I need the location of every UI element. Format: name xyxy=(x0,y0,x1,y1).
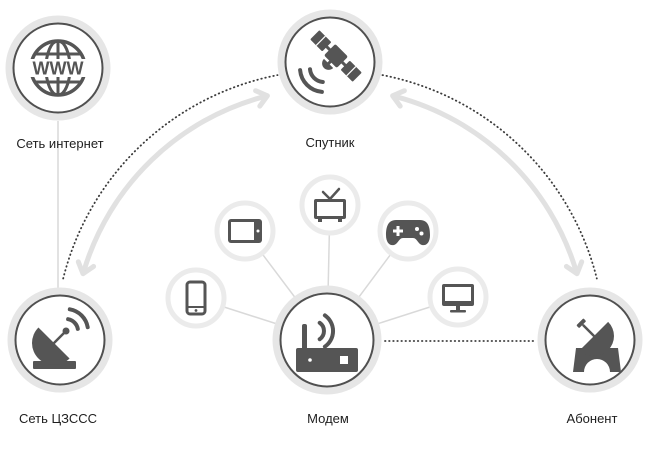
arrowhead-down xyxy=(563,259,585,277)
dish-bowl xyxy=(32,327,70,365)
dish-bowl xyxy=(576,318,614,356)
dish-reflector xyxy=(579,321,614,356)
gamepad-icon xyxy=(386,220,430,246)
signal-wave-outer xyxy=(298,68,324,94)
node-ring xyxy=(284,16,376,108)
device-gamepad xyxy=(377,200,439,262)
node-ring xyxy=(544,294,636,386)
tablet-screen xyxy=(231,222,254,240)
subscriber-node xyxy=(537,287,643,393)
dish-base xyxy=(33,361,76,369)
internet-node: WWW xyxy=(5,15,111,121)
dish-feed xyxy=(62,327,70,335)
dish-feed xyxy=(576,318,586,328)
satellite-dish xyxy=(322,58,334,70)
gamepad-button-a xyxy=(415,227,419,231)
tv-antenna-left xyxy=(321,190,332,201)
ground-network-node xyxy=(7,287,113,393)
arrow-shaft xyxy=(81,94,266,273)
node-halo xyxy=(7,287,113,393)
ground-network-satellite-dotted-arc xyxy=(62,74,279,280)
globe-text-band xyxy=(26,59,90,77)
node-halo xyxy=(272,285,382,395)
tv-leg-right xyxy=(338,219,342,222)
ground-network-label: Сеть ЦЗССС xyxy=(19,411,97,426)
satellite-subscriber-arrow xyxy=(390,88,585,277)
router-led xyxy=(308,358,312,362)
router-box xyxy=(296,348,358,372)
node-ring xyxy=(12,22,104,114)
arrowhead-up xyxy=(390,88,407,109)
panel-divider xyxy=(346,66,357,77)
device-tablet xyxy=(214,200,276,262)
wifi-wave-inner xyxy=(317,320,326,342)
device-tv xyxy=(299,174,361,236)
arrowhead-down xyxy=(75,259,97,277)
wifi-router-icon xyxy=(296,313,358,372)
arrow-shaft xyxy=(394,94,579,273)
modem-label: Модем xyxy=(307,411,349,426)
tv-icon xyxy=(314,187,346,222)
satellite-node xyxy=(277,9,383,115)
monitor-stand xyxy=(450,310,466,313)
www-globe-icon: WWW xyxy=(26,39,90,97)
signal-wave-outer xyxy=(67,307,90,330)
internet-label: Сеть интернет xyxy=(16,136,103,151)
subscriber-label: Абонент xyxy=(567,411,618,426)
tv-leg-left xyxy=(318,219,322,222)
monitor-neck xyxy=(456,306,460,310)
dish-base xyxy=(573,348,621,372)
subscriber-dish-icon xyxy=(573,318,621,372)
monitor-screen xyxy=(445,287,471,301)
tv-screen xyxy=(317,202,343,216)
device-monitor xyxy=(427,266,489,328)
smartphone-icon xyxy=(185,280,207,316)
satellite-icon xyxy=(298,30,362,94)
panel-divider xyxy=(315,35,326,46)
tablet-button xyxy=(256,229,260,233)
modem-node xyxy=(272,285,382,395)
signal-wave-inner xyxy=(66,317,80,331)
dpad-vertical xyxy=(396,226,400,236)
satellite-label: Спутник xyxy=(305,135,354,150)
node-ring xyxy=(279,292,375,388)
node-ring xyxy=(14,294,106,386)
dish-feed-arm xyxy=(52,331,66,345)
router-port xyxy=(340,356,348,364)
device-smartphone xyxy=(165,267,227,329)
tablet-icon xyxy=(228,219,262,243)
www-text: WWW xyxy=(33,59,84,79)
signal-wave-inner xyxy=(308,67,325,84)
gamepad-button-b xyxy=(419,231,424,236)
satellite-subscriber-dotted-arc xyxy=(381,74,598,280)
monitor-icon xyxy=(442,284,474,313)
phone-button xyxy=(194,309,198,312)
dish-reflector xyxy=(32,327,70,365)
arrowhead-up xyxy=(253,88,270,109)
satellite-body xyxy=(310,30,362,82)
dish-feed-arm xyxy=(582,324,596,338)
satellite-links xyxy=(62,74,598,280)
ground-network-satellite-arrow xyxy=(75,88,270,277)
satellite-dish-icon xyxy=(32,307,90,369)
router-antenna xyxy=(302,324,307,350)
tv-antenna-right xyxy=(328,187,341,201)
wifi-wave-outer xyxy=(322,313,335,349)
